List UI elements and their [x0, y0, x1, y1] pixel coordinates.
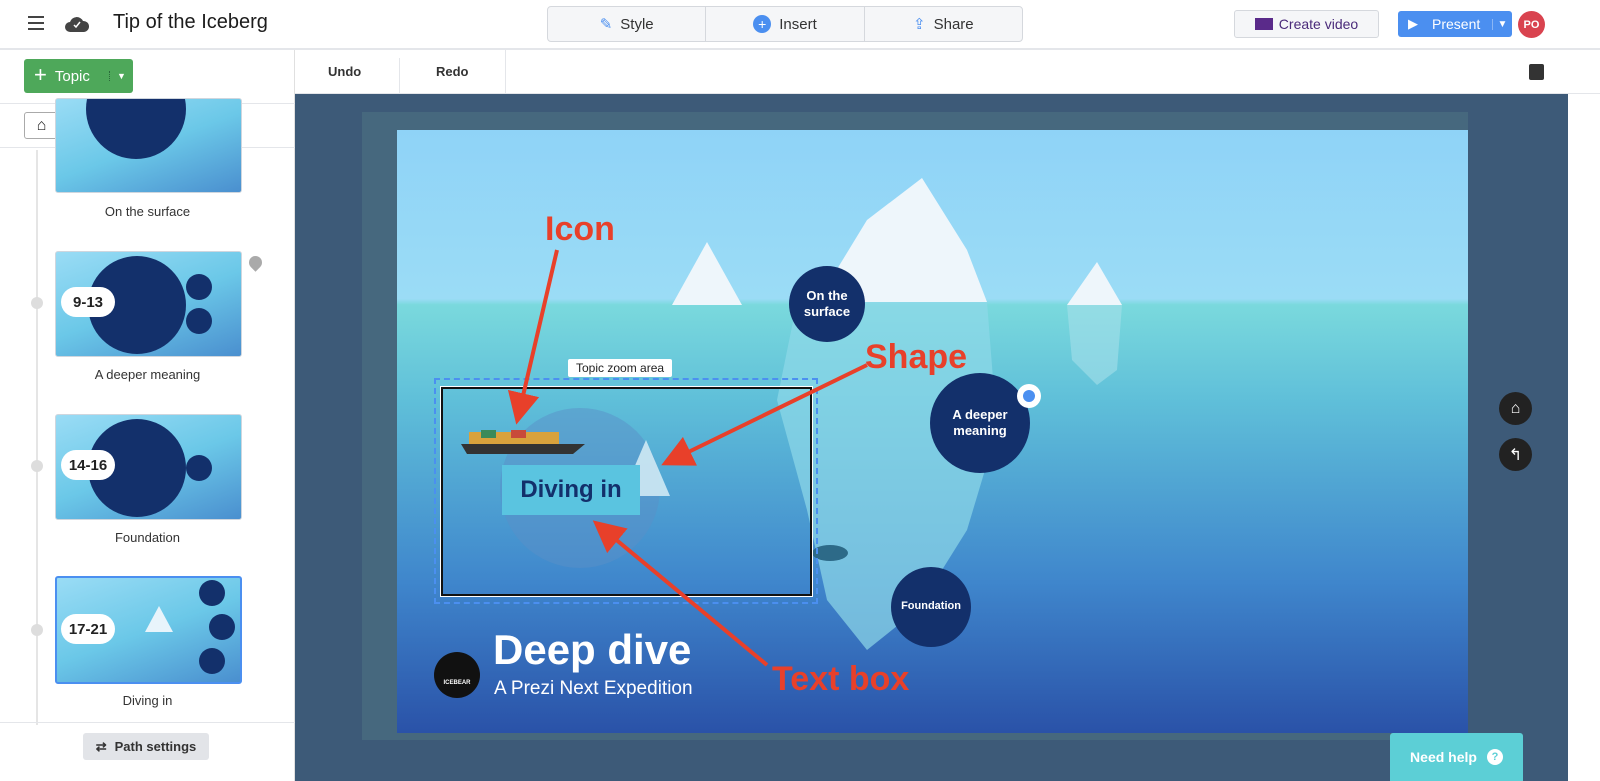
need-help-button[interactable]: Need help?: [1390, 733, 1523, 781]
undo-button[interactable]: Undo: [328, 64, 362, 79]
home-view-button[interactable]: ⌂: [1499, 392, 1532, 425]
thumbnail-label: On the surface: [104, 204, 191, 219]
presentation-title[interactable]: Tip of the Iceberg: [113, 11, 268, 33]
thumbnail-label: A deeper meaning: [94, 367, 201, 382]
topic-a-deeper-meaning[interactable]: A deeper meaning: [930, 373, 1030, 473]
menu-icon[interactable]: [28, 16, 44, 30]
annotation-arrows: [507, 249, 868, 667]
thumbnail-a-deeper-meaning[interactable]: [55, 251, 242, 357]
notes-icon[interactable]: [1529, 64, 1544, 80]
share-button[interactable]: ⇪Share: [913, 15, 974, 34]
create-video-button[interactable]: Create video: [1234, 10, 1379, 38]
avatar[interactable]: PO: [1518, 11, 1545, 38]
topic-dropdown-icon[interactable]: ▼: [109, 71, 133, 81]
top-bar: Tip of the Iceberg ✎Style +Insert ⇪Share…: [0, 0, 1600, 50]
icebear-logo: ICEBEAR: [434, 652, 480, 698]
add-topic-button[interactable]: +Topic▼: [24, 59, 133, 93]
magic-wand-icon: ✎: [599, 16, 613, 33]
plus-circle-icon: +: [753, 15, 772, 33]
present-dropdown-icon[interactable]: ▼: [1492, 18, 1512, 30]
help-icon: ?: [1486, 749, 1503, 765]
home-button[interactable]: ⌂: [24, 112, 59, 139]
topic-on-the-surface[interactable]: On the surface: [789, 266, 865, 342]
home-icon: ⌂: [1510, 399, 1521, 417]
topic-zoom-area[interactable]: [434, 378, 818, 604]
path-dot: [31, 624, 43, 636]
topic-foundation[interactable]: Foundation: [891, 567, 971, 647]
style-button[interactable]: ✎Style: [548, 7, 707, 41]
cloud-saved-icon: [65, 17, 90, 32]
upload-icon: ⇪: [913, 16, 926, 33]
step-range-badge: 14-16: [61, 450, 115, 480]
plus-icon: +: [34, 62, 47, 87]
cargo-ship-icon[interactable]: [461, 428, 585, 456]
insert-button[interactable]: +Insert: [706, 7, 865, 41]
thumbnail-on-the-surface[interactable]: [55, 98, 242, 193]
edit-toolbar: Undo Redo: [295, 50, 1600, 94]
thumbnail-label: Diving in: [122, 693, 173, 708]
annotation-icon: Icon: [545, 210, 615, 248]
slide-title[interactable]: Deep dive: [493, 626, 692, 673]
thumbnail-label: Foundation: [114, 530, 181, 545]
location-pin-icon[interactable]: [246, 253, 265, 272]
video-camera-icon: [1254, 18, 1273, 30]
path-settings-button[interactable]: ⇄Path settings: [83, 733, 209, 760]
annotation-shape: Shape: [865, 338, 968, 376]
home-icon: ⌂: [36, 116, 47, 134]
path-dot: [31, 297, 43, 309]
zoom-out-button[interactable]: ↰: [1499, 438, 1532, 471]
slide-subtitle[interactable]: A Prezi Next Expedition: [494, 678, 693, 699]
zoom-area-label: Topic zoom area: [568, 359, 673, 377]
step-range-badge: 9-13: [61, 287, 115, 317]
up-arrow-icon: ↰: [1508, 446, 1523, 464]
location-pin-icon[interactable]: [1017, 384, 1041, 408]
path-dot: [31, 460, 43, 472]
step-range-badge: 17-21: [61, 614, 115, 644]
text-box[interactable]: Diving in: [502, 465, 640, 515]
redo-button[interactable]: Redo: [436, 64, 469, 79]
path-sidebar: +Topic▼ ⌂ On the surface 9-13 A deeper m…: [0, 50, 295, 781]
play-icon: ▶: [1408, 16, 1418, 31]
topic-frame[interactable]: [440, 386, 813, 597]
whale-icon: [812, 545, 848, 561]
present-button[interactable]: ▶Present▼: [1398, 11, 1512, 37]
path-icon: ⇄: [95, 738, 107, 754]
main-toolbar: ✎Style +Insert ⇪Share: [547, 6, 1023, 42]
slide[interactable]: On the surface A deeper meaning Foundati…: [397, 130, 1468, 733]
annotation-text-box: Text box: [772, 660, 910, 698]
